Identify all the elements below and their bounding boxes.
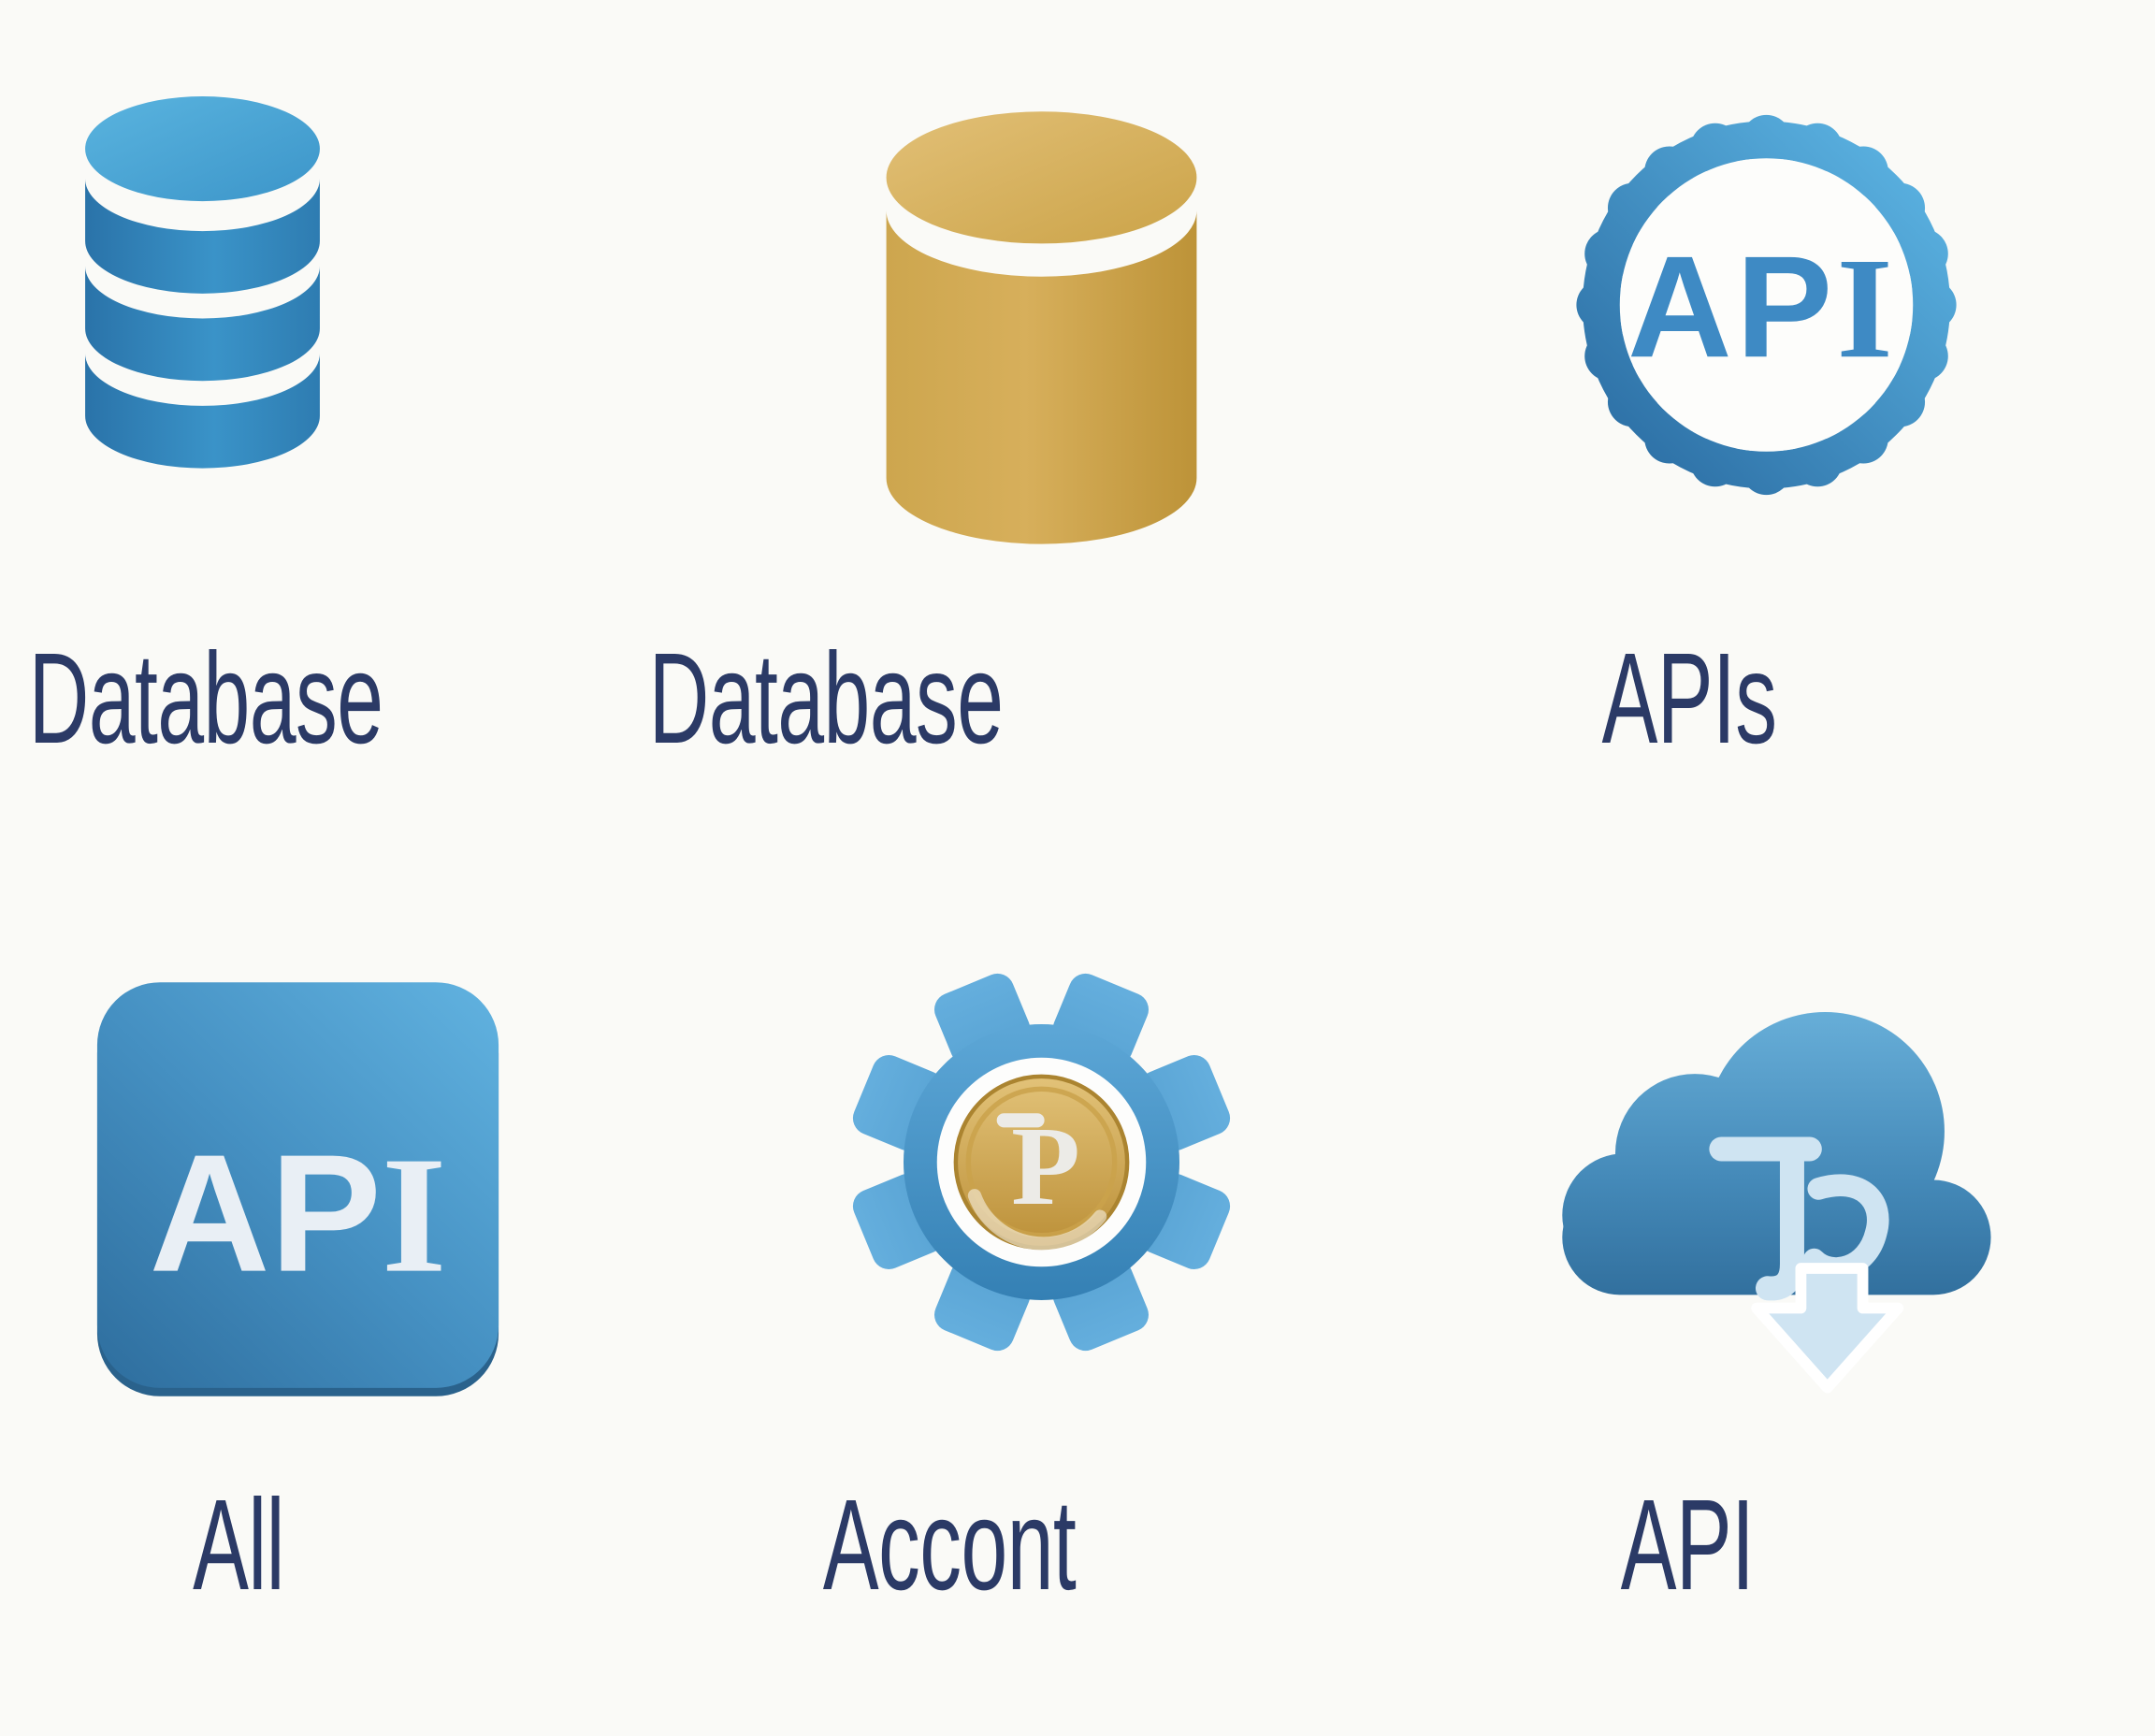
cylinder-top-ellipse <box>886 111 1197 244</box>
square-face <box>96 982 499 1388</box>
icon-label-api: API <box>1620 1473 1755 1617</box>
badge-api-text: API <box>1627 225 1897 388</box>
icon-label-all: All <box>193 1473 284 1617</box>
cylinder-body <box>886 210 1197 544</box>
cloud-download-icon <box>1562 1012 1991 1394</box>
square-api-text: API <box>150 1120 447 1308</box>
account-gear-icon: P <box>852 973 1231 1352</box>
coin-highlight <box>967 1189 1107 1251</box>
icon-label-database-gold: Database <box>648 627 1004 771</box>
database-bands <box>85 179 320 469</box>
api-badge-icon: API <box>1576 114 1957 496</box>
icon-label-database-blue: Database <box>28 627 383 771</box>
icon-label-apis: APIs <box>1601 627 1777 771</box>
coin-glyph-text: P <box>1011 1104 1080 1229</box>
database-stack-icon <box>85 96 320 469</box>
database-cylinder-icon <box>886 111 1197 544</box>
badge-ring <box>1583 121 1950 489</box>
api-square-icon: API <box>96 982 499 1396</box>
coin-inner-rim <box>965 1086 1118 1238</box>
database-top-ellipse <box>85 96 320 202</box>
download-arrow-icon <box>1751 1263 1904 1394</box>
icon-label-accont: Accont <box>822 1473 1077 1617</box>
badge-inner-face <box>1619 158 1914 452</box>
